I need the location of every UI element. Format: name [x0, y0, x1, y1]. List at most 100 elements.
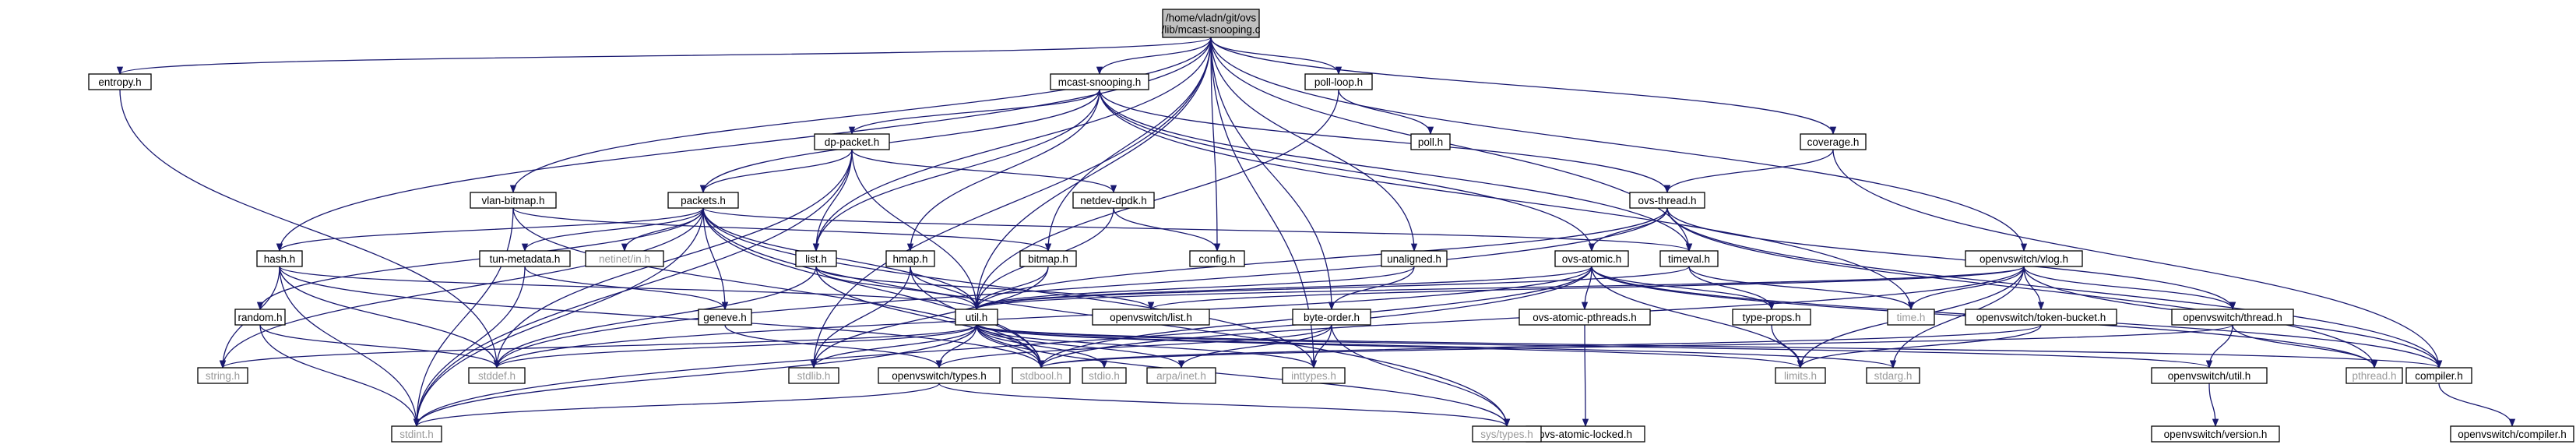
node-box	[795, 250, 837, 267]
edge-vlan_bitmap-to-stdint	[413, 207, 514, 428]
node-token-bucket[interactable]: openvswitch/token-bucket.h	[1965, 309, 2117, 326]
node-vlog[interactable]: openvswitch/vlog.h	[1965, 250, 2083, 267]
node-label: vlan-bitmap.h	[481, 195, 544, 206]
node-hmap[interactable]: hmap.h	[885, 250, 935, 267]
edge-hmap-to-stdlib	[810, 266, 911, 369]
edge-poll_loop-to-poll	[1338, 89, 1434, 136]
node-stddef: stddef.h	[468, 367, 526, 384]
edge-entropy-to-stddef	[119, 89, 501, 369]
node-label: ovs-thread.h	[1638, 195, 1696, 206]
node-ovs-atomic[interactable]: ovs-atomic.h	[1554, 250, 1629, 267]
node-list[interactable]: list.h	[795, 250, 837, 267]
edge-vlan_bitmap-to-stdbool	[512, 207, 1045, 369]
node-packets[interactable]: packets.h	[667, 192, 739, 209]
node-ovs-version[interactable]: openvswitch/version.h	[2151, 425, 2280, 443]
node-ovs-list[interactable]: openvswitch/list.h	[1092, 309, 1210, 326]
node-atomic-pthreads[interactable]: ovs-atomic-pthreads.h	[1519, 309, 1651, 326]
node-tun-metadata[interactable]: tun-metadata.h	[479, 250, 571, 267]
edge-vlog-to-stdarg	[1889, 266, 2025, 369]
node-label: openvswitch/token-bucket.h	[1976, 312, 2106, 323]
node-label: tun-metadata.h	[490, 253, 561, 265]
edge-root-to-inttypes	[1210, 37, 1318, 369]
node-box	[878, 367, 1001, 384]
edge-coverage-to-ovs_thread	[1663, 149, 1834, 194]
node-mcast[interactable]: mcast-snooping.h	[1050, 73, 1149, 90]
node-box	[1146, 367, 1216, 384]
node-label: hmap.h	[892, 253, 927, 265]
node-label: util.h	[966, 312, 988, 323]
node-compiler[interactable]: compiler.h	[2405, 367, 2472, 384]
node-label: stdint.h	[399, 429, 434, 440]
node-type-props[interactable]: type-props.h	[1732, 309, 1811, 326]
node-label: ovs-atomic-locked.h	[1539, 429, 1632, 440]
edge-root-to-mcast	[1096, 37, 1212, 76]
node-stdio: stdio.h	[1082, 367, 1127, 384]
node-netdev-dpdk[interactable]: netdev-dpdk.h	[1072, 192, 1155, 209]
edge-ovs_thread-to-ovs_thread2	[1666, 207, 2236, 311]
edge-coverage-to-compiler	[1832, 149, 2443, 369]
node-box	[1072, 192, 1155, 209]
node-label: ovs-atomic-pthreads.h	[1533, 312, 1637, 323]
node-label: sys/types.h	[1480, 429, 1533, 440]
node-random[interactable]: random.h	[234, 309, 286, 326]
node-geneve[interactable]: geneve.h	[698, 309, 752, 326]
node-box	[1472, 425, 1542, 443]
node-root[interactable]: /home/vladn/git/ovs/lib/mcast-snooping.c	[1162, 9, 1261, 38]
edge-root-to-unaligned	[1210, 37, 1418, 252]
node-ovs-thread2[interactable]: openvswitch/thread.h	[2171, 309, 2294, 326]
edge-dp_packet-to-util	[851, 149, 980, 311]
node-poll[interactable]: poll.h	[1410, 133, 1451, 150]
edge-mcast-to-packets	[699, 89, 1100, 194]
node-box	[1519, 309, 1651, 326]
edge-dp_packet-to-packets	[699, 149, 853, 194]
node-label: compiler.h	[2415, 370, 2463, 382]
node-types[interactable]: openvswitch/types.h	[878, 367, 1001, 384]
node-entropy[interactable]: entropy.h	[88, 73, 152, 90]
node-hash[interactable]: hash.h	[256, 250, 303, 267]
edge-vlog-to-ovs_thread2	[2023, 266, 2236, 311]
edge-util-to-sys_types	[976, 324, 1511, 428]
node-byte-order[interactable]: byte-order.h	[1292, 309, 1371, 326]
node-timeval[interactable]: timeval.h	[1659, 250, 1719, 267]
node-config[interactable]: config.h	[1189, 250, 1245, 267]
node-poll-loop[interactable]: poll-loop.h	[1304, 73, 1373, 90]
node-box	[468, 367, 526, 384]
node-ovs-atomic-locked[interactable]: ovs-atomic-locked.h	[1526, 425, 1645, 443]
node-box	[1866, 367, 1920, 384]
node-label: inttypes.h	[1291, 370, 1336, 382]
node-coverage[interactable]: coverage.h	[1800, 133, 1867, 150]
node-vlan-bitmap[interactable]: vlan-bitmap.h	[470, 192, 557, 209]
node-label: netdev-dpdk.h	[1080, 195, 1147, 206]
node-bitmap[interactable]: bitmap.h	[1019, 250, 1077, 267]
edge-list-to-ovs_list	[815, 266, 1155, 311]
node-unaligned[interactable]: unaligned.h	[1381, 250, 1448, 267]
node-label: packets.h	[681, 195, 726, 206]
node-util[interactable]: util.h	[955, 309, 998, 326]
edge-root-to-poll_loop	[1210, 37, 1343, 76]
node-sys-types: sys/types.h	[1472, 425, 1542, 443]
node-box	[885, 250, 935, 267]
edge-util-to-stdint	[413, 324, 977, 428]
node-ovs-compiler[interactable]: openvswitch/compiler.h	[2450, 425, 2574, 443]
edge-root-to-util	[973, 37, 1212, 311]
edge-ovs_atomic-to-type_props	[1591, 266, 1775, 311]
node-string: string.h	[197, 367, 248, 384]
edge-ovs_thread-to-stddef	[493, 207, 1668, 369]
node-stdint: stdint.h	[391, 425, 442, 443]
node-box	[1965, 250, 2083, 267]
edge-root-to-hash	[276, 37, 1212, 252]
node-label: /lib/mcast-snooping.c	[1162, 24, 1261, 36]
node-label: geneve.h	[703, 312, 747, 323]
node-ovs-util[interactable]: openvswitch/util.h	[2151, 367, 2268, 384]
edge-root-to-config	[1210, 37, 1221, 252]
node-label: dp-packet.h	[825, 136, 880, 148]
node-box	[698, 309, 752, 326]
node-label: random.h	[238, 312, 282, 323]
edge-timeval-to-util	[973, 266, 1690, 311]
node-dp-packet[interactable]: dp-packet.h	[814, 133, 890, 150]
node-ovs-thread[interactable]: ovs-thread.h	[1629, 192, 1705, 209]
node-label: type-props.h	[1742, 312, 1800, 323]
edge-vlog-to-token_bucket	[2023, 266, 2045, 311]
node-box	[1282, 367, 1346, 384]
node-box	[1629, 192, 1705, 209]
